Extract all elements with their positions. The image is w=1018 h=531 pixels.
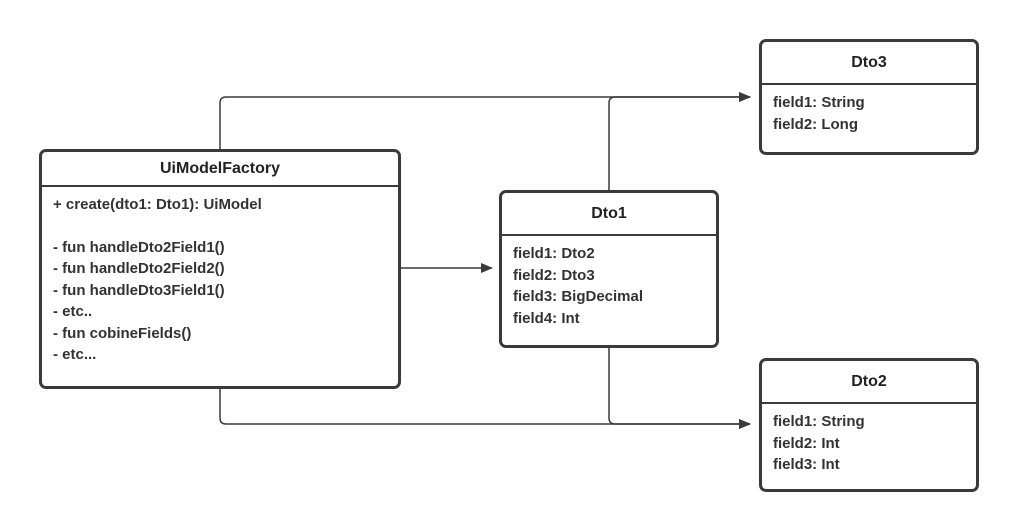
member-cobine-fields: - fun cobineFields() [53,324,192,342]
class-title: Dto1 [502,193,716,236]
class-title: Dto2 [762,361,976,404]
class-box-uimodelfactory[interactable]: UiModelFactory + create(dto1: Dto1): UiM… [39,149,401,389]
field-line: field1: String [773,94,865,111]
member-create: + create(dto1: Dto1): UiModel [53,196,262,213]
field-line: field2: Dto3 [513,266,595,284]
member-etc-2: - etc... [53,346,97,363]
class-box-dto2[interactable]: Dto2 field1: String field2: Int field3: … [759,358,979,492]
class-title: UiModelFactory [42,152,398,187]
class-box-dto3[interactable]: Dto3 field1: String field2: Long [759,39,979,155]
connector-factory-to-dto3 [219,92,751,150]
class-fields: field1: Dto2 field2: Dto3 field3: BigDec… [502,236,716,329]
connector-factory-to-dto2 [219,388,751,429]
field-line: field2: Long [773,115,858,133]
connector-dto1-to-dto3 [608,92,751,191]
class-fields: field1: String field2: Long [762,85,976,135]
class-members: + create(dto1: Dto1): UiModel - fun hand… [42,187,398,366]
field-line: field1: Dto2 [513,245,595,262]
member-etc-1: - etc.. [53,303,93,320]
field-line: field4: Int [513,309,580,327]
class-title: Dto3 [762,42,976,85]
connector-dto1-to-dto2 [608,347,751,429]
field-line: field3: Int [773,456,840,473]
member-handle-dto2-field2: - fun handleDto2Field2() [53,260,225,277]
member-handle-dto3-field1: - fun handleDto3Field1() [53,281,225,299]
member-handle-dto2-field1: - fun handleDto2Field1() [53,238,225,256]
class-box-dto1[interactable]: Dto1 field1: Dto2 field2: Dto3 field3: B… [499,190,719,348]
field-line: field2: Int [773,434,840,452]
class-fields: field1: String field2: Int field3: Int [762,404,976,476]
field-line: field1: String [773,413,865,430]
member-spacer [53,216,387,237]
field-line: field3: BigDecimal [513,288,644,305]
